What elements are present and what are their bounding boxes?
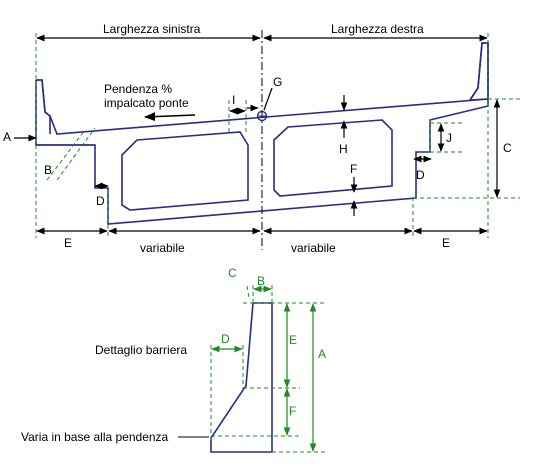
detail-label-C: C <box>228 266 237 280</box>
label-D-left: D <box>96 194 105 208</box>
right-width-label: Larghezza destra <box>331 22 424 36</box>
detail-label-E: E <box>289 333 297 347</box>
slope-label-line1: Pendenza % <box>104 82 172 96</box>
barrier-detail: A B C D E F Dettaglio barriera Varia in … <box>21 266 326 453</box>
label-B-main: B <box>44 163 52 177</box>
left-parapet <box>36 79 51 134</box>
label-D-right: D <box>416 168 425 182</box>
detail-label-F: F <box>289 404 296 418</box>
label-H-main: H <box>339 142 348 156</box>
label-J-main: J <box>446 131 452 145</box>
width-dimensions <box>14 34 501 235</box>
variable-left-label: variabile <box>140 241 185 255</box>
left-width-label: Larghezza sinistra <box>103 22 201 36</box>
slope-label-line2: impalcato ponte <box>104 96 189 110</box>
barrier-shape <box>210 302 273 453</box>
variable-right-label: variabile <box>291 241 336 255</box>
right-parapet <box>469 42 489 101</box>
label-C-main: C <box>503 141 512 155</box>
guide-lines <box>35 33 520 238</box>
detail-label-D: D <box>221 332 230 346</box>
label-E-right: E <box>442 236 450 250</box>
label-I-main: I <box>232 93 235 107</box>
label-E-left: E <box>64 236 72 250</box>
detail-title: Dettaglio barriera <box>95 343 187 357</box>
detail-label-A: A <box>318 347 326 361</box>
detail-label-B: B <box>257 274 265 288</box>
right-box-cell <box>273 119 393 197</box>
label-F-main: F <box>350 162 357 176</box>
label-G-main: G <box>273 75 282 89</box>
label-A-main: A <box>3 130 11 144</box>
left-box-cell <box>121 131 249 211</box>
detail-note: Varia in base alla pendenza <box>21 430 169 444</box>
